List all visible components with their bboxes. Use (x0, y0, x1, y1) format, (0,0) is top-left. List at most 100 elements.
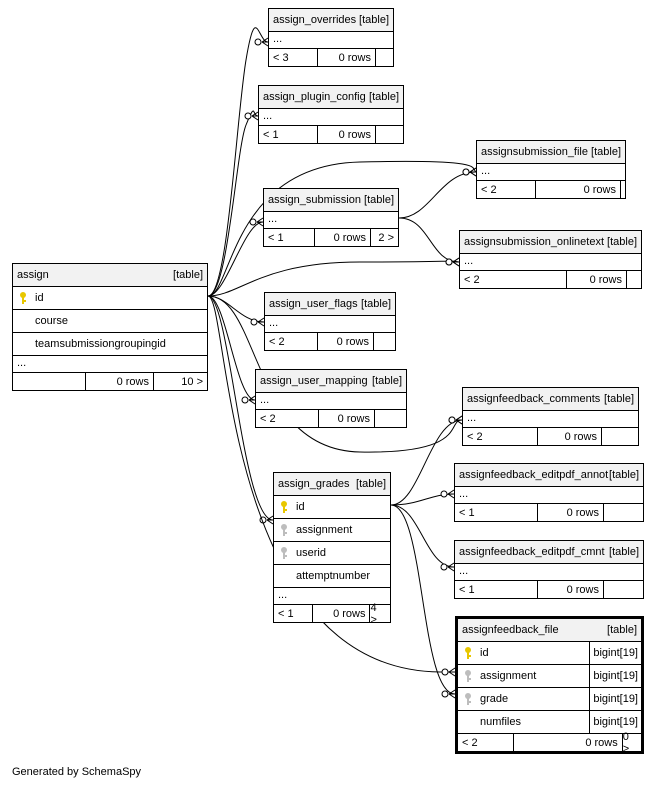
parents-link[interactable]: < 2 (269, 335, 285, 348)
table-header[interactable]: assign_plugin_config[table] (259, 86, 403, 109)
relationship-line (207, 295, 256, 401)
parents-link[interactable]: < 2 (481, 183, 497, 196)
children-link[interactable]: 0 > (621, 731, 641, 755)
parents-link[interactable]: < 1 (268, 231, 284, 244)
column-row[interactable]: attemptnumber (274, 565, 390, 588)
children-link[interactable] (620, 181, 625, 198)
parents-link[interactable] (13, 373, 85, 390)
parents-link[interactable]: < 2 (464, 273, 480, 286)
table-kind: [table] (369, 91, 399, 103)
relationship-line (207, 295, 463, 453)
children-link[interactable] (375, 126, 403, 143)
children-link[interactable] (375, 49, 393, 66)
row-count: 0 rows (311, 605, 370, 622)
table-plugin_config[interactable]: assign_plugin_config[table]... < 1 0 rows (258, 85, 404, 144)
table-fb_cmnt[interactable]: assignfeedback_editpdf_cmnt[table]...< 1… (454, 540, 644, 599)
table-header[interactable]: assignfeedback_editpdf_cmnt[table] (455, 541, 643, 564)
table-header[interactable]: assign_overrides[table] (269, 9, 393, 32)
more-columns[interactable]: ... (259, 109, 403, 126)
foreign-key-icon (280, 546, 288, 560)
table-overrides[interactable]: assign_overrides[table]... < 3 0 rows (268, 8, 394, 67)
relationship-line (398, 171, 477, 219)
key-cell (458, 669, 478, 683)
table-header[interactable]: assignsubmission_onlinetext[table] (460, 231, 641, 254)
row-count: 0 rows (317, 126, 375, 143)
parents-link[interactable]: < 2 (462, 736, 478, 749)
parents-link[interactable]: < 2 (467, 430, 483, 443)
children-link[interactable] (603, 504, 643, 521)
children-link[interactable] (626, 271, 641, 288)
table-header[interactable]: assign_user_flags[table] (265, 293, 395, 316)
crows-foot-marker (448, 415, 463, 425)
children-link[interactable]: 10 > (153, 373, 207, 390)
more-columns[interactable]: ... (455, 487, 643, 504)
more-columns[interactable]: ... (463, 411, 638, 428)
more-columns[interactable]: ... (269, 32, 393, 49)
children-link[interactable] (373, 333, 395, 350)
table-header[interactable]: assign_submission[table] (264, 189, 398, 212)
table-header[interactable]: assign_user_mapping[table] (256, 370, 406, 393)
table-onlinetext[interactable]: assignsubmission_onlinetext[table]... < 2… (459, 230, 642, 289)
table-name: assign_overrides (273, 14, 357, 26)
column-name: id (296, 501, 305, 513)
table-name: assign_user_flags (269, 298, 358, 310)
column-row[interactable]: id (274, 496, 390, 519)
table-header[interactable]: assign[table] (13, 264, 207, 287)
children-link[interactable] (603, 581, 643, 598)
relationship-line (390, 504, 455, 568)
table-header[interactable]: assignfeedback_editpdf_annot[table] (455, 464, 643, 487)
key-cell (274, 546, 294, 560)
parents-link[interactable]: < 2 (260, 412, 276, 425)
more-columns[interactable]: ... (265, 316, 395, 333)
table-header[interactable]: assignfeedback_comments[table] (463, 388, 638, 411)
column-row[interactable]: assignment (274, 519, 390, 542)
more-columns[interactable]: ... (274, 588, 390, 605)
more-columns[interactable]: ... (460, 254, 641, 271)
parents-link[interactable]: < 1 (263, 128, 279, 141)
row-count: 0 rows (317, 49, 375, 66)
table-header[interactable]: assign_grades[table] (274, 473, 390, 496)
row-count: 0 rows (314, 229, 370, 246)
more-columns[interactable]: ... (264, 212, 398, 229)
column-row[interactable]: userid (274, 542, 390, 565)
column-type: bigint[19] (589, 642, 641, 664)
parents-link[interactable]: < 1 (278, 607, 294, 620)
relationship-line (390, 504, 456, 695)
column-row[interactable]: teamsubmissiongroupingid (13, 333, 207, 356)
children-link[interactable] (374, 410, 406, 427)
column-row[interactable]: course (13, 310, 207, 333)
parents-link[interactable]: < 1 (459, 583, 475, 596)
more-columns[interactable]: ... (455, 564, 643, 581)
parents-link[interactable]: < 3 (273, 51, 289, 64)
relationship-line (207, 160, 477, 297)
more-columns[interactable]: ... (477, 164, 625, 181)
column-row[interactable]: id (13, 287, 207, 310)
table-fb_annot[interactable]: assignfeedback_editpdf_annot[table]... < … (454, 463, 644, 522)
table-header[interactable]: assignfeedback_file[table] (458, 619, 641, 642)
children-link[interactable]: 4 > (369, 602, 390, 626)
children-link[interactable] (601, 428, 638, 445)
children-link[interactable]: 2 > (370, 229, 398, 246)
crows-foot-marker (440, 562, 455, 572)
more-columns[interactable]: ... (13, 356, 207, 373)
table-header[interactable]: assignsubmission_file[table] (477, 141, 625, 164)
more-columns[interactable]: ... (256, 393, 406, 410)
parents-link[interactable]: < 1 (459, 506, 475, 519)
